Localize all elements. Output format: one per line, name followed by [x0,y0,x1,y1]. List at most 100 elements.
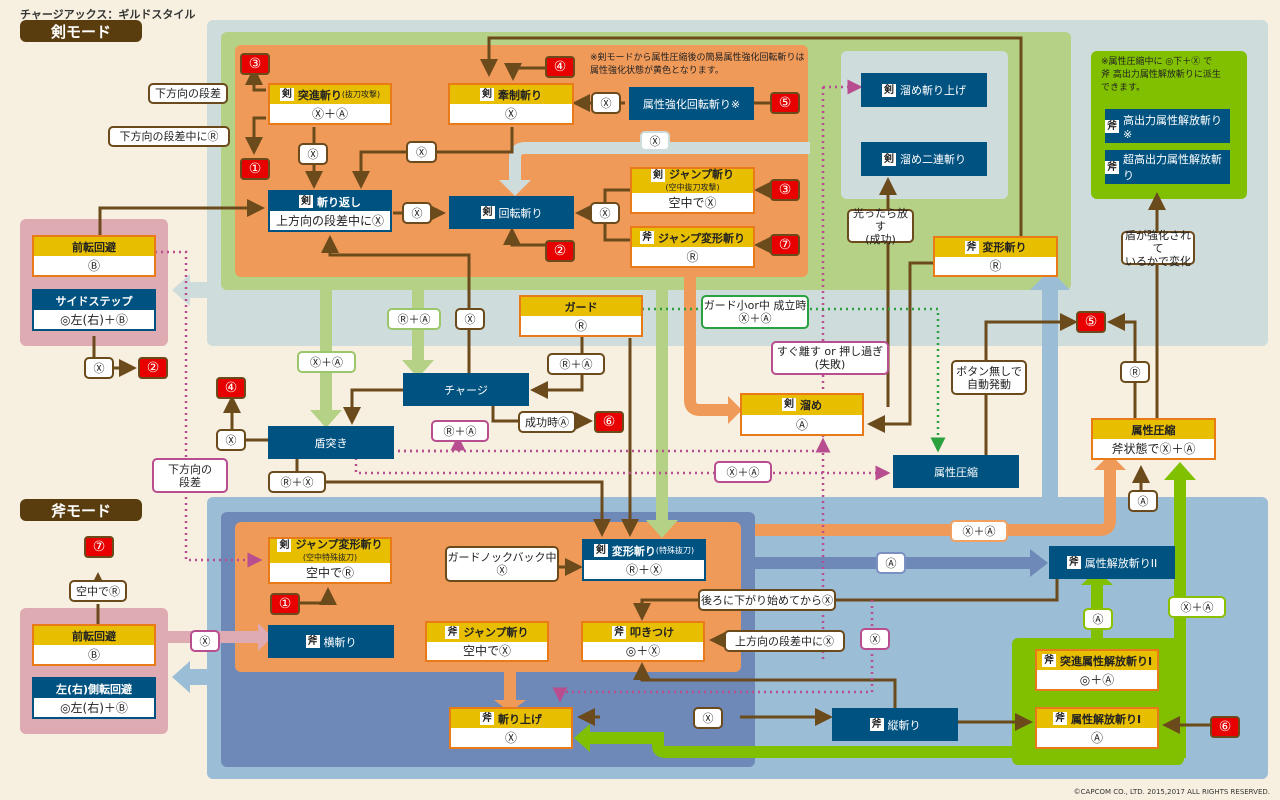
node-title: ガード [521,297,641,316]
node-input: Ⓡ [632,247,753,266]
badge-4: ④ [216,377,246,399]
node-sword-forward-roll: 前転回避 Ⓑ [32,235,156,277]
label-release-fail: すぐ離す or 押し過ぎ (失敗) [771,341,889,375]
badge-1: ① [240,158,270,180]
node-title: 牽制斬り [498,88,542,102]
label-guard-knockback: ガードノックバック中 Ⓧ [445,546,559,582]
node-subtitle: (特殊抜刀) [655,546,695,555]
node-sword-jump-slash: 剣ジャンプ斬り(空中抜刀攻撃) 空中でⓍ [630,167,755,214]
node-axe-vertical-slash: 斧縦斬り [832,708,958,741]
label-x-a: Ⓧ＋Ⓐ [950,520,1008,542]
super-amped-note: ※属性圧縮中に ◎下＋Ⓧ で 斧 高出力属性解放斬りに派生 できます。 [1101,57,1221,93]
axe-tag: 斧 [964,240,979,254]
node-axe-forward-roll: 前転回避 Ⓑ [32,624,156,666]
node-aed1: 斧属性解放斬りI Ⓐ [1035,707,1159,749]
node-charged-rising-slash: 剣溜め斬り上げ [861,73,987,107]
node-sword-restrain-slash: 剣牽制斬り Ⓧ [448,83,574,125]
sword-tag: 剣 [279,88,294,101]
node-title: 回転斬り [498,206,543,220]
label-guard-success: ガード小or中 成立時 Ⓧ＋Ⓐ [701,295,809,329]
node-input: 空中でⓍ [427,641,547,660]
node-title: 突進斬り [297,88,342,102]
node-sword-charge-slash: 剣突進斬り(抜刀攻撃) Ⓧ＋Ⓐ [268,83,392,125]
node-title: 溜め斬り上げ [900,84,966,97]
node-axe-jump-slash: 斧ジャンプ斬り 空中でⓍ [425,621,549,662]
node-high-amped-slash: 斧高出力属性解放斬り※ [1105,109,1230,143]
sword-tag: 剣 [882,152,896,166]
node-title: 属性圧縮 [1093,420,1214,439]
label-down-ledge-2: 下方向の 段差 [152,458,228,493]
node-axe-jump-morph-slash-top: 斧ジャンプ変形斬り Ⓡ [630,226,755,268]
node-title: 前転回避 [34,626,154,645]
node-charged-double-slash: 剣溜め二連斬り [861,142,987,176]
node-title: 属性解放斬りI [1070,712,1142,726]
axe-tag: 斧 [1041,654,1056,667]
node-input: 空中でⓇ [270,563,390,582]
badge-7: ⑦ [84,536,114,558]
label-x: Ⓧ [298,143,328,165]
node-input: Ⓑ [34,645,154,664]
node-title: ジャンプ変形斬り [657,231,746,245]
badge-6: ⑥ [1210,716,1240,738]
node-input: ◎左(右)＋Ⓑ [34,310,154,329]
sword-mode-heading: 剣モード [20,20,142,42]
node-title: ジャンプ斬り [668,168,735,181]
axe-mode-heading: 斧モード [20,499,142,521]
label-x-a: Ⓧ＋Ⓐ [1168,596,1226,618]
node-axe-rising-slash: 斧斬り上げ Ⓧ [449,707,573,749]
node-input: 上方向の段差中にⓍ [270,211,390,230]
axe-tag: 斧 [1066,556,1081,569]
node-title: 斬り上げ [498,712,542,726]
node-shield-thrust: 盾突き [268,426,394,459]
label-x: Ⓧ [84,357,114,379]
sword-tag: 剣 [480,88,494,101]
label-x: Ⓧ [693,707,723,729]
label-a: Ⓐ [1083,608,1113,630]
node-title: 突進属性解放斬りI [1059,654,1153,668]
badge-5: ⑤ [770,92,800,114]
node-condense-axe: 属性圧縮 斧状態でⓍ＋Ⓐ [1091,418,1216,460]
node-input: ◎＋Ⓐ [1037,670,1157,689]
axe-tag: 斧 [1105,119,1119,133]
label-x: Ⓧ [402,202,432,224]
node-input: Ⓐ [742,414,862,434]
node-side-roll: 左(右)側転回避 ◎左(右)＋Ⓑ [32,677,156,719]
badge-2: ② [545,240,575,262]
node-title: 溜め二連斬り [900,153,966,166]
sword-tag: 剣 [650,169,665,182]
sword-tag: 剣 [277,539,292,552]
label-a: Ⓐ [876,552,906,574]
node-title: 縦斬り [887,718,921,732]
node-input: Ⓑ [34,256,154,275]
node-sword-spin-slash: 剣回転斬り [449,196,574,229]
node-ultra-amped-slash: 斧超高出力属性解放斬り [1105,150,1230,184]
label-down-ledge: 下方向の段差 [148,83,228,104]
sword-tag: 剣 [299,195,313,208]
page-title: チャージアックス：ギルドスタイル [20,8,196,21]
node-title: 属性解放斬りII [1084,556,1158,570]
sword-tag: 剣 [480,206,495,219]
sword-tag: 剣 [782,398,796,412]
node-sidestep: サイドステップ ◎左(右)＋Ⓑ [32,289,156,331]
label-up-ledge: 上方向の段差中にⓍ [724,630,845,652]
node-charge-phial: チャージ [403,373,529,406]
label-down-ledge-r: 下方向の段差中にⓇ [108,126,230,147]
node-title: 溜め [800,398,822,412]
node-dash-aed1: 斧突進属性解放斬りI ◎＋Ⓐ [1035,649,1159,691]
node-title: サイドステップ [34,291,154,310]
label-a: Ⓐ [1128,490,1158,512]
node-title: 叩きつけ [630,626,674,640]
node-aed2: 斧属性解放斬りII [1049,546,1175,579]
badge-7: ⑦ [770,234,800,256]
node-title: ジャンプ斬り [463,626,529,640]
node-input: Ⓧ＋Ⓐ [270,104,390,123]
node-input: ◎＋Ⓧ [583,641,703,660]
badge-6: ⑥ [594,411,624,433]
label-x: Ⓧ [590,202,620,224]
axe-tag: 斧 [869,718,884,731]
node-sword-morph-slash: 剣変形斬り(特殊抜刀) Ⓡ＋Ⓧ [582,539,706,581]
node-input: 斧状態でⓍ＋Ⓐ [1093,439,1214,458]
node-axe-slam: 斧叩きつけ ◎＋Ⓧ [581,621,705,662]
sword-note: ※剣モードから属性圧縮後の簡易属性強化回転斬りは 属性強化状態が黄色となります。 [590,53,805,76]
node-element-spin-slash: 属性強化回転斬り※ [629,87,754,120]
